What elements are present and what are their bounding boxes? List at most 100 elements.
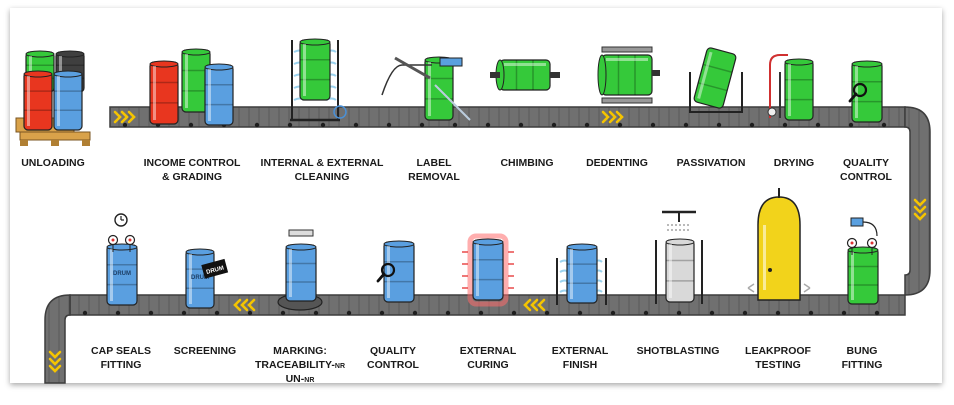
belt-roller [115,310,121,316]
step-label-line: CONTROL [367,359,419,371]
label-income-control-grading: INCOME CONTROL& GRADING [144,157,241,183]
belt-roller [254,122,260,128]
step-label-line: FINISH [563,359,597,371]
gauge-icon [124,234,136,252]
blue-drum-icon [53,70,83,131]
red-drum-icon [149,60,179,125]
red-drum-icon [23,70,53,131]
belt-roller [518,122,524,128]
belt-roller [848,122,854,128]
step-label-line: QUALITY [843,157,889,169]
chevron-right-icon [113,110,136,124]
belt-roller [551,122,557,128]
magnifier-icon [848,82,868,103]
scraper-tool-icon [381,56,471,121]
gauge-icon [866,237,878,255]
belt-roller [650,122,656,128]
belt-roller [881,122,887,128]
step-label-line: REMOVAL [408,171,460,183]
belt-roller [452,122,458,128]
step-label-line: CLEANING [295,171,350,183]
belt-roller [346,310,352,316]
leakproof-chamber-icon [747,188,811,301]
belt-roller [379,310,385,316]
blue-drum-icon [472,238,504,301]
belt-roller [386,122,392,128]
green-drum-icon [784,58,814,121]
gauge-icon [107,234,119,252]
bung-tool-icon [850,217,878,237]
chevron-right-icon [601,110,624,124]
belt-roller [617,122,623,128]
green-drum-icon [851,60,883,123]
step-label-line: DEDENTING [586,157,648,169]
belt-roller [485,122,491,128]
belt-roller [280,310,286,316]
step-label-line: CHIMBING [500,157,553,169]
label-screening: SCREENING [174,345,236,357]
belt-roller [716,122,722,128]
direction-chevrons [48,110,927,373]
belt-roller [683,122,689,128]
label-dedenting: DEDENTING [586,157,648,169]
belt-roller [148,310,154,316]
shotblaster-icon [655,210,703,304]
step-label-line: TESTING [755,359,801,371]
belt-roller [188,122,194,128]
belt-roller [247,310,253,316]
label-drying: DRYING [774,157,814,169]
step-label-line: QUALITY [370,345,416,357]
chevron-left-icon [523,298,546,312]
chevron-down-icon [48,350,62,373]
screen-stamp-icon: DRUM [201,258,229,279]
belt-roller [584,122,590,128]
step-label-line: CONTROL [840,171,892,183]
dedenting-rollers-icon [601,46,660,104]
green-drum-icon [299,38,331,101]
step-label-line: TRACEABILITY-NR [255,359,345,371]
blue-drum-icon [566,243,598,304]
dryer-icon [767,54,788,118]
belt-roller [445,310,451,316]
belt-roller [610,310,616,316]
label-unloading: UNLOADING [21,157,85,169]
belt-roller [544,310,550,316]
clock-icon [114,213,128,227]
belt-roller [214,310,220,316]
belt-roller [313,310,319,316]
blue-drum-icon [285,243,317,302]
belt-roller [874,310,880,316]
magnifier-icon [376,262,396,283]
belt-roller [419,122,425,128]
belt-roller [412,310,418,316]
belt-roller [775,310,781,316]
step-label-line: FITTING [101,359,142,371]
belt-roller [815,122,821,128]
belt-roller [511,310,517,316]
belt-roller [353,122,359,128]
belt-roller [181,310,187,316]
belt-roller [82,310,88,316]
chevron-down-icon [913,198,927,221]
horizontal-green-drum-icon [495,59,551,91]
belt-roller [320,122,326,128]
curing-glow-icon [462,233,514,307]
horizontal-green-drum-icon [597,54,653,96]
step-label-line: CURING [467,359,508,371]
svg-text:DRUM: DRUM [191,275,209,281]
label-shotblasting: SHOTBLASTING [637,345,720,357]
step-label-line: SCREENING [174,345,236,357]
axle-icon [550,72,560,78]
label-chimbing: CHIMBING [500,157,553,169]
belt-roller [749,122,755,128]
blue-drum-icon [383,240,415,303]
step-label-line: CAP SEALS [91,345,151,357]
blue-drum-icon: DRUM [185,248,215,309]
chevron-left-icon [233,298,256,312]
